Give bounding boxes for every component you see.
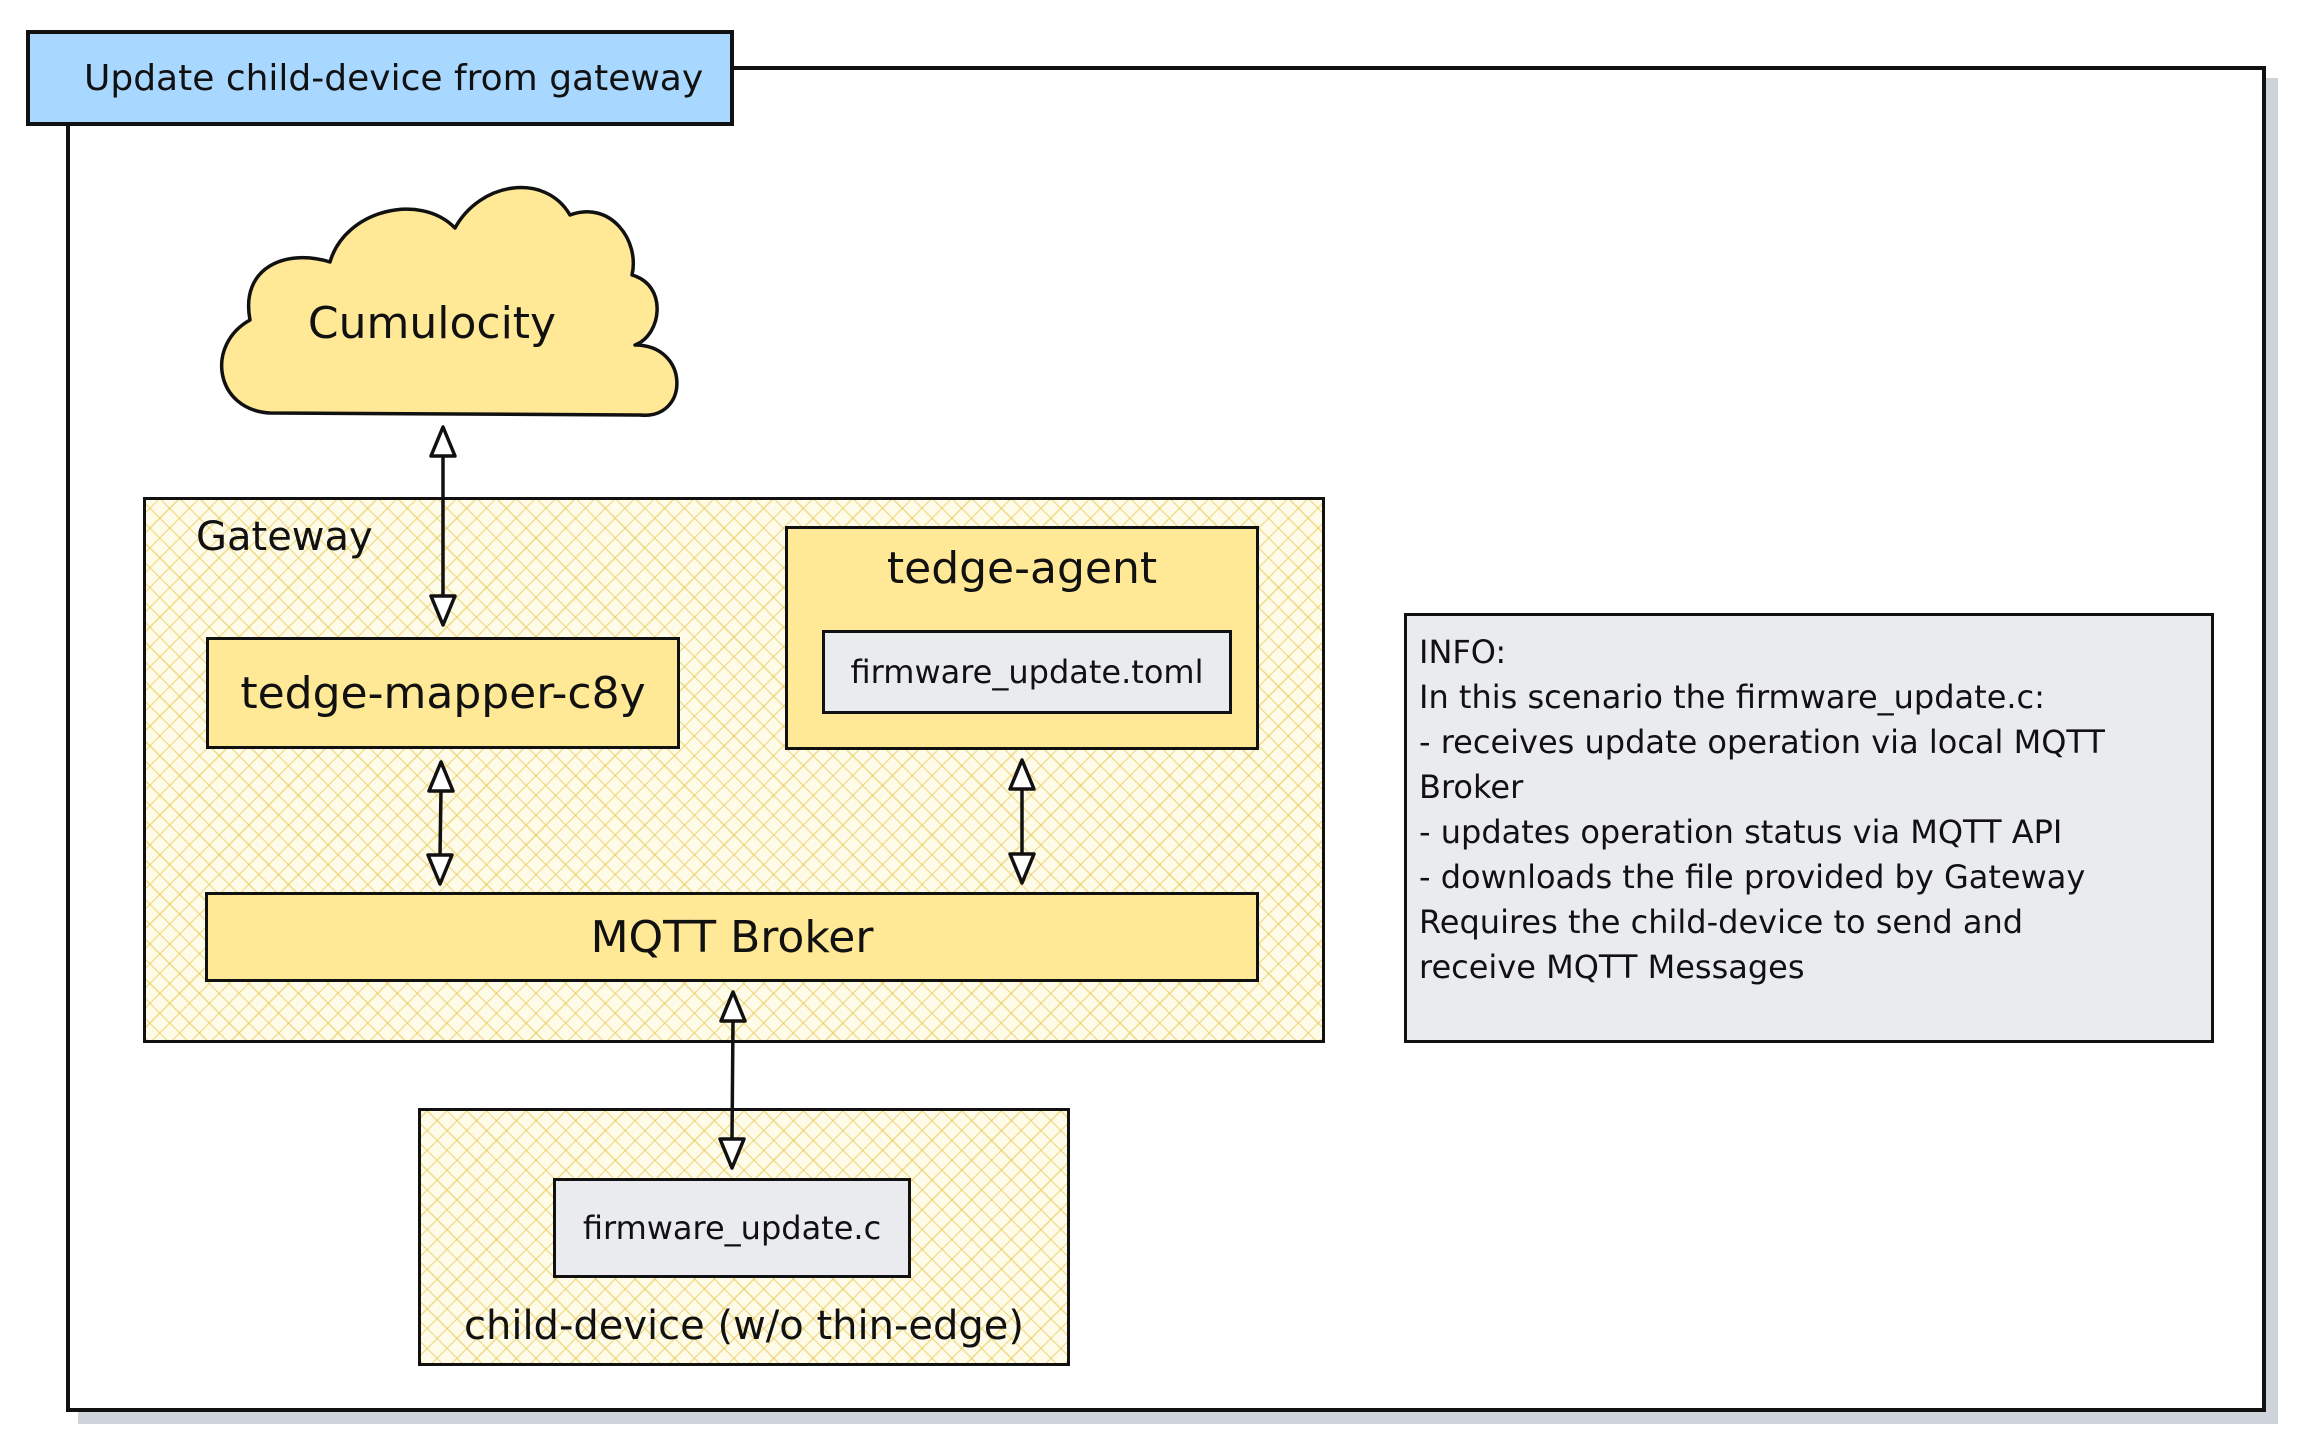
info-line: - updates operation status via MQTT API (1419, 813, 2063, 851)
arrowhead-down (426, 853, 454, 886)
arrowhead-up (427, 760, 455, 793)
cloud-label: Cumulocity (308, 298, 556, 349)
arrowhead-down (718, 1137, 746, 1170)
child-file-box: firmware_update.c (553, 1178, 911, 1278)
info-line: receive MQTT Messages (1419, 948, 1805, 986)
arrowhead-down (1008, 852, 1036, 885)
info-box: INFO: In this scenario the firmware_upda… (1404, 613, 2214, 1043)
info-line: - downloads the file provided by Gateway (1419, 858, 2086, 896)
info-line: Broker (1419, 768, 1524, 806)
info-line: - receives update operation via local MQ… (1419, 723, 2105, 761)
info-line: INFO: (1419, 633, 1507, 671)
child-device-label: child-device (w/o thin-edge) (463, 1303, 1025, 1349)
agent-file-box: firmware_update.toml (822, 630, 1232, 714)
info-line: Requires the child-device to send and (1419, 903, 2024, 941)
arrowhead-up (429, 425, 457, 458)
info-line: In this scenario the firmware_update.c: (1419, 678, 2045, 716)
arrow-broker-child (730, 1019, 735, 1141)
arrowhead-up (1008, 758, 1036, 791)
agent-label: tedge-agent (886, 543, 1158, 594)
diagram-title: Update child-device from gateway (26, 30, 734, 126)
arrowhead-up (719, 990, 747, 1023)
mapper-box: tedge-mapper-c8y (206, 637, 680, 749)
broker-box: MQTT Broker (205, 892, 1259, 982)
arrow-mapper-broker (438, 789, 443, 856)
arrowhead-down (429, 594, 457, 627)
gateway-label: Gateway (196, 514, 373, 560)
